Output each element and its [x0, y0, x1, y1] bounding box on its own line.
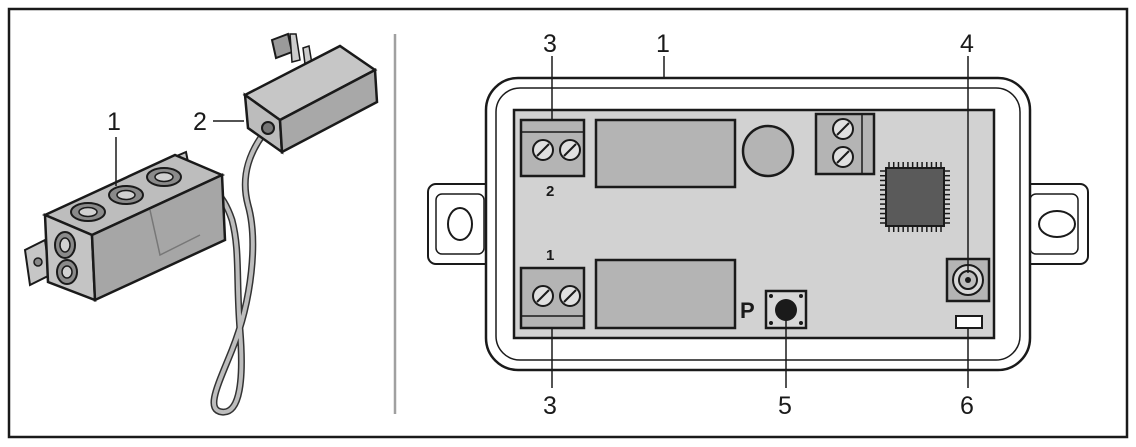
- junction-box-icon: [23, 150, 227, 302]
- callout-housing: 1: [656, 30, 670, 58]
- callout-antenna-socket: 4: [960, 30, 974, 58]
- channel-label-1: 1: [546, 247, 554, 264]
- relay-block-bottom: [594, 258, 737, 330]
- mounting-tab-right: [1021, 183, 1089, 265]
- microcontroller-chip: [880, 162, 950, 232]
- status-led: [955, 315, 983, 329]
- callout-led: 6: [960, 392, 974, 420]
- callout-junction-box: 1: [107, 108, 121, 136]
- mounting-tab-left: [427, 183, 495, 265]
- relay-block-top: [594, 118, 737, 189]
- left-panel: 1 2: [23, 32, 379, 416]
- power-adapter-icon: [242, 32, 379, 155]
- callout-terminal-top: 3: [543, 30, 557, 58]
- power-terminal-block: [814, 112, 876, 176]
- callout-adapter: 2: [193, 108, 207, 136]
- capacitor: [741, 124, 795, 178]
- callout-terminal-bottom: 3: [543, 392, 557, 420]
- terminal-block-top: [519, 118, 586, 178]
- right-panel: 2 1: [427, 30, 1089, 420]
- callout-program-button: 5: [778, 392, 792, 420]
- program-button-letter: P: [740, 298, 755, 323]
- channel-label-2: 2: [546, 183, 554, 200]
- terminal-block-bottom: [519, 266, 586, 330]
